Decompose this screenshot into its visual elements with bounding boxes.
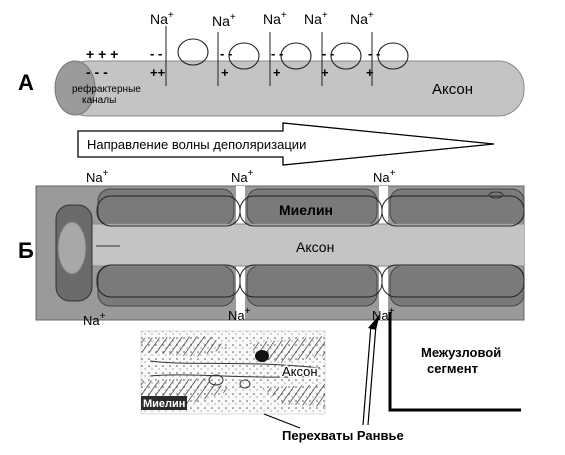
saltatory-current-loops bbox=[96, 195, 525, 298]
sign-top-5: - - bbox=[322, 46, 334, 61]
current-loop-2 bbox=[217, 32, 260, 86]
micrograph: Миелин Аксон bbox=[140, 330, 326, 415]
panel-b-axon-end bbox=[57, 221, 87, 275]
myelin-segment bbox=[246, 265, 378, 307]
micrograph-myelin-label: Миелин bbox=[143, 398, 185, 410]
myelin-segment bbox=[97, 188, 235, 226]
sign-top-3: - - bbox=[220, 46, 232, 61]
internode-label-line1: Межузловой bbox=[421, 345, 501, 360]
panel-b-axon bbox=[62, 224, 524, 266]
internode-label-line2: сегмент bbox=[427, 361, 478, 376]
panel-a-na-4: Na+ bbox=[304, 10, 328, 27]
panel-a-na-3: Na+ bbox=[263, 10, 287, 27]
sign-top-4: - - bbox=[271, 46, 283, 61]
sign-bottom-4: + bbox=[273, 65, 281, 80]
sign-bottom-5: + bbox=[321, 65, 329, 80]
current-loop-3 bbox=[269, 32, 312, 86]
sign-bottom-6: + bbox=[366, 65, 374, 80]
myelin-segment bbox=[389, 265, 525, 307]
internode-bracket bbox=[388, 312, 521, 412]
panel-b-na-top-1: Na+ bbox=[86, 168, 109, 185]
refractory-label-line1: рефрактерные bbox=[72, 83, 141, 95]
callouts: Межузловой сегмент Перехваты Ранвье bbox=[263, 312, 521, 443]
sign-bottom-2: ++ bbox=[150, 65, 166, 80]
panel-a-na-2: Na+ bbox=[212, 12, 236, 29]
micrograph-axon-label: Аксон bbox=[282, 364, 318, 379]
sign-top-2: - - bbox=[150, 46, 162, 61]
panel-b: Б Миелин Аксон bbox=[18, 168, 525, 328]
panel-a-letter: А bbox=[18, 70, 34, 95]
panel-a-axon-end bbox=[54, 60, 96, 116]
panel-a-axon-label: Аксон bbox=[432, 81, 473, 98]
refractory-label-line2: каналы bbox=[82, 95, 116, 106]
sign-bottom-1: - - - bbox=[86, 64, 108, 80]
myelin-label: Миелин bbox=[279, 202, 333, 218]
sign-bottom-3: + bbox=[221, 65, 229, 80]
panel-a-na-1: Na+ bbox=[150, 10, 174, 27]
nodes-of-ranvier-label: Перехваты Ранвье bbox=[282, 428, 404, 443]
sign-top-6: - - bbox=[368, 46, 380, 61]
panel-b-na-top-2: Na+ bbox=[231, 168, 254, 185]
myelin-segment bbox=[97, 265, 235, 307]
myelin-segment bbox=[389, 188, 525, 226]
current-loop-4 bbox=[321, 32, 362, 86]
panel-a: Na+ Na+ Na+ Na+ Na+ + + + - - - - - ++ -… bbox=[18, 10, 525, 166]
depolarization-arrow bbox=[77, 122, 495, 166]
panel-b-axon-label: Аксон bbox=[296, 239, 334, 255]
current-loop-1 bbox=[165, 26, 209, 86]
depolarization-arrow-label: Направление волны деполяризации bbox=[87, 137, 306, 152]
panel-b-letter: Б bbox=[18, 238, 34, 263]
panel-b-na-bottom-1: Na+ bbox=[83, 311, 106, 328]
current-loop-5 bbox=[371, 32, 409, 86]
panel-a-na-5: Na+ bbox=[350, 10, 374, 27]
panel-b-na-top-3: Na+ bbox=[373, 168, 396, 185]
sign-top-1: + + + bbox=[86, 46, 118, 62]
